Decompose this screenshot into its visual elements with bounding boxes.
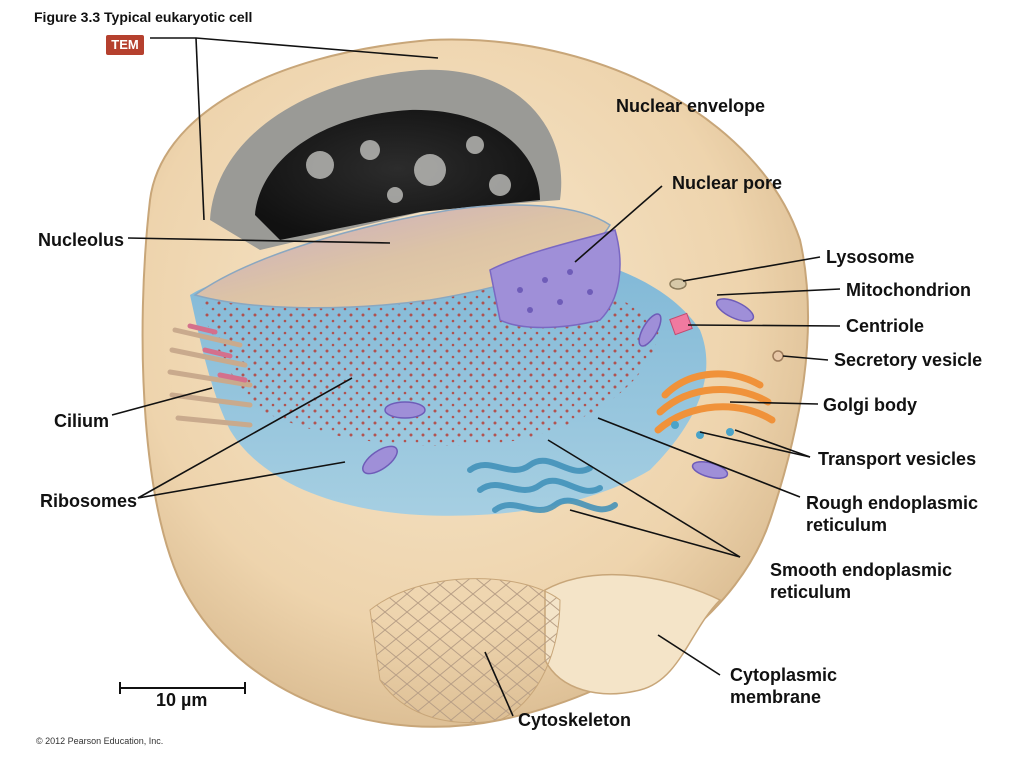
label-lysosome: Lysosome (826, 247, 915, 267)
label-nuclear-pore: Nuclear pore (672, 173, 783, 193)
transport-vesicles-marks (671, 421, 734, 439)
cilia (167, 327, 253, 428)
label-ribosomes: Ribosomes (40, 491, 138, 511)
label-transport-vesicles: Transport vesicles (818, 449, 977, 469)
centriole-mark (669, 312, 693, 336)
scale-bar-label: 10 µm (156, 690, 208, 710)
leader-lines (111, 37, 841, 717)
copyright-notice: © 2012 Pearson Education, Inc. (36, 736, 164, 746)
label-cytoplasmic-membrane-line2: membrane (730, 687, 822, 707)
label-nuclear-envelope: Nuclear envelope (616, 96, 766, 116)
tem-texture (306, 136, 511, 203)
label-secretory-vesicle: Secretory vesicle (834, 350, 983, 370)
label-cilium: Cilium (54, 411, 110, 431)
cilia-tips (187, 323, 248, 383)
label-cytoplasmic-membrane-line1: Cytoplasmic (730, 665, 838, 685)
figure-title: Figure 3.3 Typical eukaryotic cell (34, 9, 253, 25)
label-cytoskeleton: Cytoskeleton (518, 710, 632, 730)
label-nucleolus: Nucleolus (38, 230, 125, 250)
label-smooth-er-line1: Smooth endoplasmic (770, 560, 953, 580)
membrane-flap (544, 573, 722, 695)
label-golgi-body: Golgi body (823, 395, 917, 415)
smooth-er (467, 457, 618, 513)
label-rough-er-line2: reticulum (806, 515, 888, 535)
lysosome-mark (669, 278, 687, 290)
tem-badge: TEM (106, 35, 144, 55)
label-centriole: Centriole (846, 316, 925, 336)
label-rough-er-line1: Rough endoplasmic (806, 493, 979, 513)
golgi-body (654, 370, 776, 434)
label-smooth-er-line2: reticulum (770, 582, 852, 602)
nuclear-pores (517, 269, 593, 313)
cytoskeleton-region (369, 578, 561, 724)
nuclear-envelope-band (489, 229, 621, 329)
secretory-vesicle-mark (772, 350, 784, 362)
label-mitochondrion: Mitochondrion (846, 280, 971, 300)
scale-bar (119, 682, 246, 694)
